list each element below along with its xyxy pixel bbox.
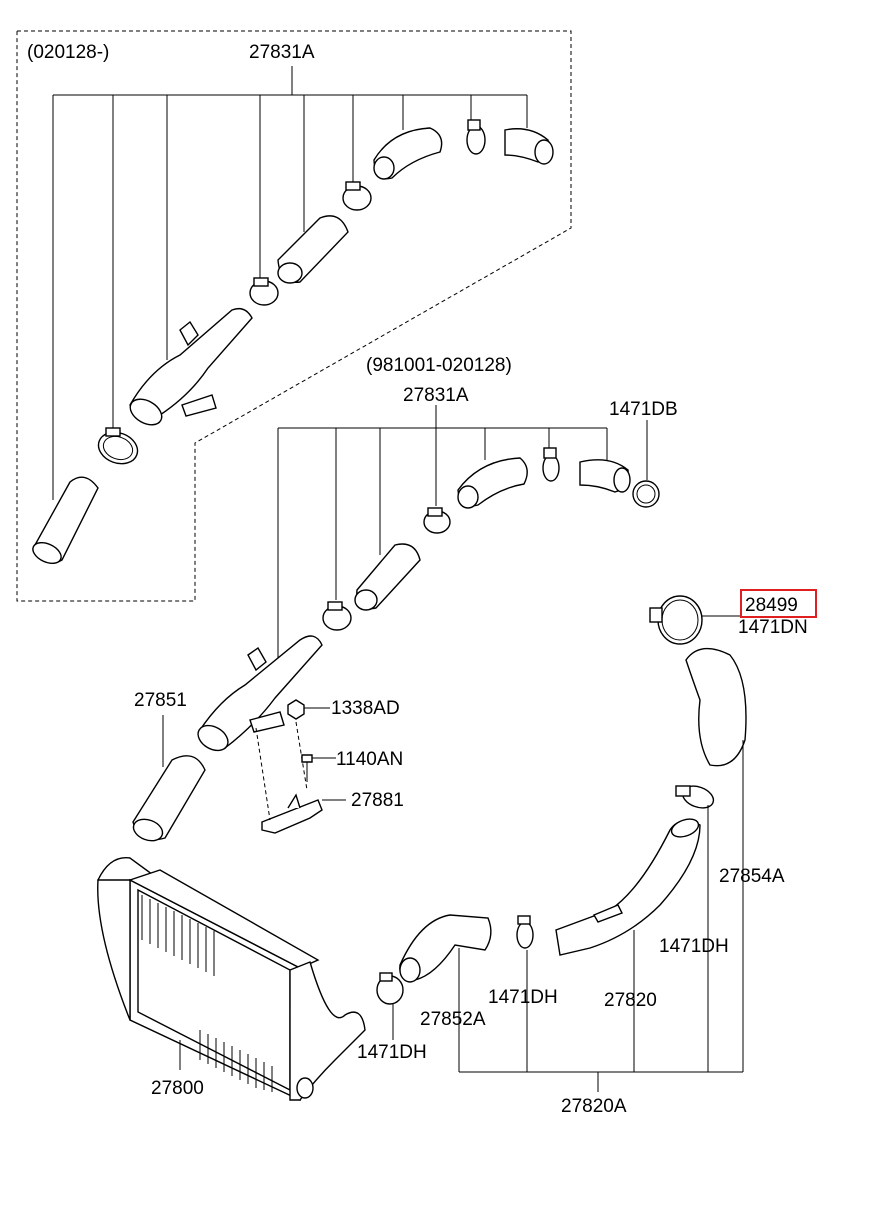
group-b-parts [197, 447, 660, 752]
group-b-part-number: 27831A [403, 385, 469, 406]
label-1471dh-middle: 1471DH [488, 987, 558, 1008]
label-27854a: 27854A [719, 866, 785, 887]
label-1471db: 1471DB [609, 399, 678, 420]
label-27820: 27820 [604, 990, 657, 1011]
label-27800: 27800 [151, 1078, 204, 1099]
highlight-box [740, 589, 817, 618]
intercooler-fins [141, 895, 273, 1092]
lower-parts [97, 595, 747, 1102]
group-a-leader-lines [52, 66, 528, 500]
label-27851: 27851 [134, 690, 187, 711]
label-1471dh-right: 1471DH [659, 936, 729, 957]
label-1471dn: 1471DN [738, 617, 808, 638]
label-27881: 27881 [351, 790, 404, 811]
label-28499: 28499 [745, 595, 798, 616]
variant-boundary-box [16, 30, 572, 602]
label-1471dh-left: 1471DH [357, 1042, 427, 1063]
label-1140an: 1140AN [336, 749, 403, 770]
group-a-date-range: (020128-) [27, 42, 109, 63]
group-b-date-range: (981001-020128) [366, 355, 512, 376]
group-b-leader-lines [277, 405, 648, 690]
label-1338ad: 1338AD [331, 698, 400, 719]
label-27820a: 27820A [561, 1096, 627, 1117]
group-a-part-number: 27831A [249, 42, 315, 63]
group-a-parts [32, 119, 554, 565]
label-27852a: 27852A [420, 1009, 486, 1030]
